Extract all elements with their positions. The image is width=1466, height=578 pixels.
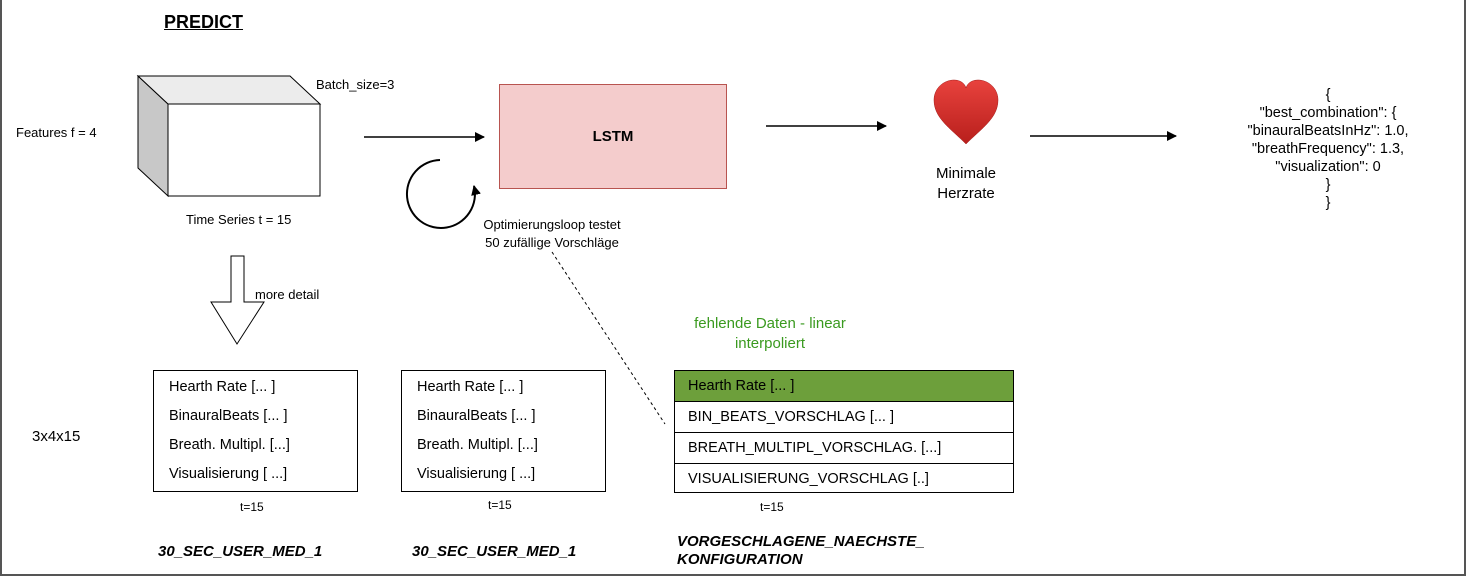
matrix-3-time-label: t=15 xyxy=(760,500,784,514)
time-series-label: Time Series t = 15 xyxy=(186,212,292,227)
heart-label-line2: Herzrate xyxy=(937,185,995,202)
loop-label: Optimierungsloop testet 50 zufällige Vor… xyxy=(452,216,652,252)
matrix-row: BIN_BEATS_VORSCHLAG [... ] xyxy=(675,402,1013,433)
missing-data-note: fehlende Daten - linear interpoliert xyxy=(660,314,880,354)
json-output: { "best_combination": { "binauralBeatsIn… xyxy=(1247,87,1409,211)
more-detail-label: more detail xyxy=(255,287,320,302)
matrix-row: BinauralBeats [... ] xyxy=(169,408,288,424)
matrix-row-highlighted: Hearth Rate [... ] xyxy=(675,371,1013,402)
heart-label-line1: Minimale xyxy=(935,165,996,182)
loop-icon xyxy=(405,159,481,229)
cube-shape xyxy=(136,74,322,198)
missing-data-line1: fehlende Daten - linear xyxy=(694,315,846,332)
lstm-label: LSTM xyxy=(592,128,634,145)
dims-label: 3x4x15 xyxy=(32,428,81,445)
matrix-user-1: Hearth Rate [... ] BinauralBeats [... ] … xyxy=(153,370,358,492)
heart-icon xyxy=(933,79,999,145)
heart-label: Minimale Herzrate xyxy=(916,164,1016,204)
page-title: PREDICT xyxy=(164,12,244,32)
matrix-user-2: Hearth Rate [... ] BinauralBeats [... ] … xyxy=(401,370,606,492)
dashed-connector xyxy=(551,251,666,425)
matrix-1-time-label: t=15 xyxy=(240,500,264,514)
matrix-row: Hearth Rate [... ] xyxy=(169,379,276,395)
matrix-row: BinauralBeats [... ] xyxy=(417,408,536,424)
matrix-3-name-line2: KONFIGURATION xyxy=(677,551,803,568)
loop-label-line1: Optimierungsloop testet xyxy=(483,217,621,232)
matrix-3-name: VORGESCHLAGENE_NAECHSTE_ KONFIGURATION xyxy=(677,533,925,569)
matrix-2-name: 30_SEC_USER_MED_1 xyxy=(412,543,577,560)
matrix-row: Hearth Rate [... ] xyxy=(417,379,524,395)
matrix-suggested-config: Hearth Rate [... ] BIN_BEATS_VORSCHLAG [… xyxy=(674,370,1014,493)
matrix-3-name-line1: VORGESCHLAGENE_NAECHSTE_ xyxy=(677,533,925,550)
matrix-row: Visualisierung [ ...] xyxy=(169,466,288,482)
missing-data-line2: interpoliert xyxy=(734,335,806,352)
lstm-box: LSTM xyxy=(499,84,727,189)
matrix-row: Breath. Multipl. [...] xyxy=(417,437,538,453)
features-label: Features f = 4 xyxy=(16,125,97,140)
batch-size-label: Batch_size=3 xyxy=(316,77,395,92)
matrix-row: Breath. Multipl. [...] xyxy=(169,437,290,453)
matrix-row: VISUALISIERUNG_VORSCHLAG [..] xyxy=(688,471,929,487)
matrix-1-name: 30_SEC_USER_MED_1 xyxy=(158,543,323,560)
matrix-2-time-label: t=15 xyxy=(488,498,512,512)
matrix-row: Visualisierung [ ...] xyxy=(417,466,536,482)
matrix-row: BREATH_MULTIPL_VORSCHLAG. [...] xyxy=(675,433,1013,464)
more-detail-arrow xyxy=(210,255,265,345)
loop-label-line2: 50 zufällige Vorschläge xyxy=(485,235,619,250)
